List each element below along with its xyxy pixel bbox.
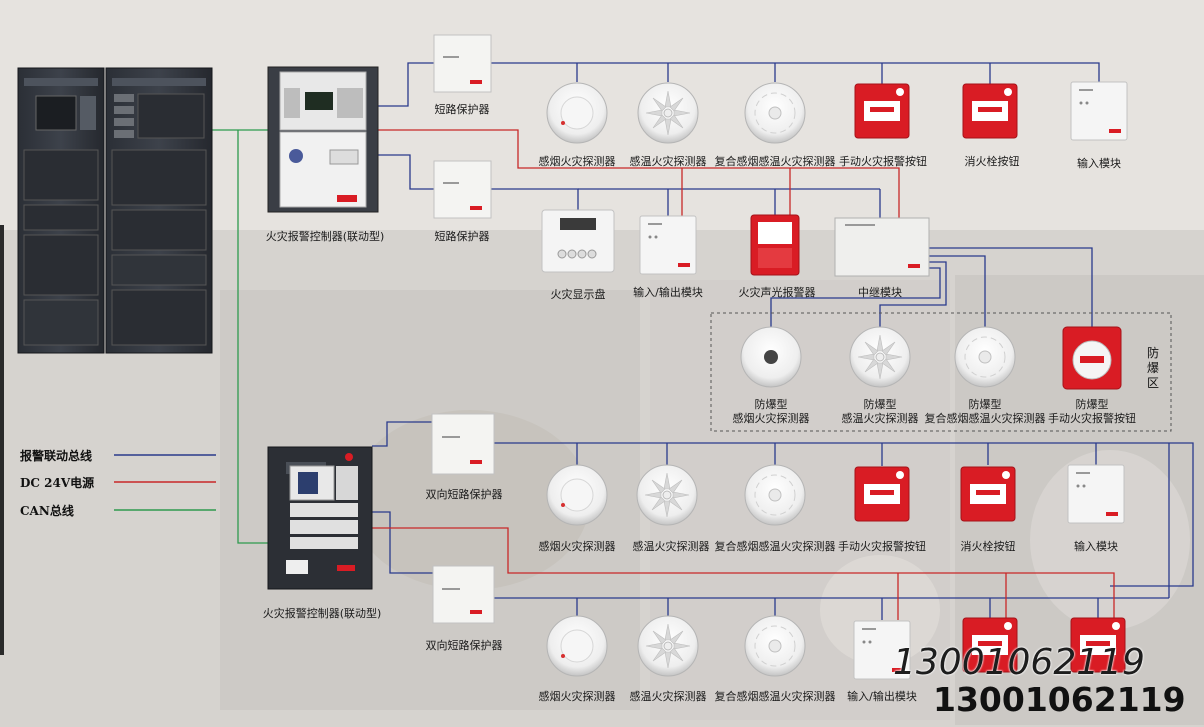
row1-heat-detector (637, 82, 699, 144)
explosion-zone-title: 防爆区 (1146, 346, 1159, 390)
row4-smoke-detector (546, 615, 608, 677)
bidirectional-protector-2-device (432, 565, 495, 624)
row4-io-label: 输入/输出模块 (847, 690, 917, 703)
row3-smoke-detector (546, 464, 608, 526)
row3-heat-label: 感温火灾探测器 (632, 540, 710, 553)
row4-heat-detector (637, 615, 699, 677)
ex-heat-detector (849, 326, 911, 388)
row3-manual-label: 手动火灾报警按钮 (838, 540, 926, 553)
row1-protector-label: 短路保护器 (434, 103, 490, 116)
row2-relay-label: 中继模块 (858, 286, 902, 299)
ex-combo-detector (954, 326, 1016, 388)
row1-heat-label: 感温火灾探测器 (629, 155, 707, 168)
legend-can-bus-label: CAN总线 (20, 504, 74, 518)
bidirectional-protector-1-device (431, 413, 495, 475)
controller-bottom-panel (267, 446, 373, 590)
row3-combo-detector (744, 464, 806, 526)
row3-smoke-label: 感烟火灾探测器 (538, 540, 616, 553)
legend-alarm-bus-label: 报警联动总线 (20, 449, 93, 463)
ex-manual-alarm-button (1062, 326, 1122, 390)
row3-hydrant-button (960, 466, 1016, 522)
row4-heat-label: 感温火灾探测器 (629, 690, 707, 703)
row3-input-label: 输入模块 (1074, 540, 1118, 553)
row1-input-module (1070, 81, 1128, 141)
explosion-zone-box (710, 312, 1172, 432)
controller-top-label: 火灾报警控制器(联动型) (265, 230, 385, 243)
controller-top-panel (267, 66, 379, 213)
ex-heat-label-1: 防爆型 (863, 398, 897, 411)
ex-combo-label-1: 防爆型 (968, 398, 1002, 411)
can-bus-wires (212, 129, 268, 544)
row1-combo-detector (744, 82, 806, 144)
ex-smoke-label-1: 防爆型 (754, 398, 788, 411)
ex-smoke-label-2: 感烟火灾探测器 (732, 412, 810, 425)
left-edge-bracket (0, 225, 4, 655)
server-cabinet-right (105, 67, 213, 354)
ex-heat-label-2: 感温火灾探测器 (841, 412, 919, 425)
legend-dc24v-label: DC 24V电源 (20, 476, 95, 490)
row2-display-label: 火灾显示盘 (550, 288, 606, 301)
row2-protector-label: 短路保护器 (434, 230, 490, 243)
ex-combo-label-2: 复合感烟感温火灾探测器 (924, 412, 1046, 425)
fire-display-panel-device (541, 209, 615, 273)
row3-input-module (1067, 464, 1125, 524)
row1-hydrant-button (962, 83, 1018, 139)
row3-heat-detector (636, 464, 698, 526)
row4-smoke-label: 感烟火灾探测器 (538, 690, 616, 703)
watermark-phone-bold: 13001062119 (933, 680, 1186, 719)
row1-combo-label: 复合感烟感温火灾探测器 (714, 155, 836, 168)
short-circuit-protector-1-device (433, 34, 492, 93)
row3-manual-alarm-button (854, 466, 910, 522)
watermark-phone-italic: 13001062119 (893, 642, 1145, 683)
row3-combo-label: 复合感烟感温火灾探测器 (714, 540, 836, 553)
row3-protector-label: 双向短路保护器 (425, 488, 503, 501)
row2-sounder-label: 火灾声光报警器 (738, 286, 816, 299)
row1-manual-alarm-button (854, 83, 910, 139)
relay-module-device (834, 217, 930, 277)
row4-combo-detector (744, 615, 806, 677)
row1-hydrant-label: 消火栓按钮 (964, 155, 1020, 168)
row1-manual-label: 手动火灾报警按钮 (839, 155, 927, 168)
ex-manual-label-1: 防爆型 (1075, 398, 1109, 411)
row2-io-module (639, 215, 697, 275)
row1-smoke-label: 感烟火灾探测器 (538, 155, 616, 168)
row1-input-label: 输入模块 (1077, 157, 1121, 170)
ex-smoke-detector (740, 326, 802, 388)
short-circuit-protector-2-device (433, 160, 492, 219)
row4-protector-label: 双向短路保护器 (425, 639, 503, 652)
row2-io-label: 输入/输出模块 (633, 286, 703, 299)
controller-bottom-label: 火灾报警控制器(联动型) (262, 607, 382, 620)
row3-hydrant-label: 消火栓按钮 (960, 540, 1016, 553)
ex-manual-label-2: 手动火灾报警按钮 (1048, 412, 1136, 425)
dc24v-wires (372, 129, 1115, 620)
row1-smoke-detector (546, 82, 608, 144)
fire-sounder-strobe-device (750, 214, 800, 276)
row4-combo-label: 复合感烟感温火灾探测器 (714, 690, 836, 703)
server-cabinet-left (17, 67, 105, 354)
